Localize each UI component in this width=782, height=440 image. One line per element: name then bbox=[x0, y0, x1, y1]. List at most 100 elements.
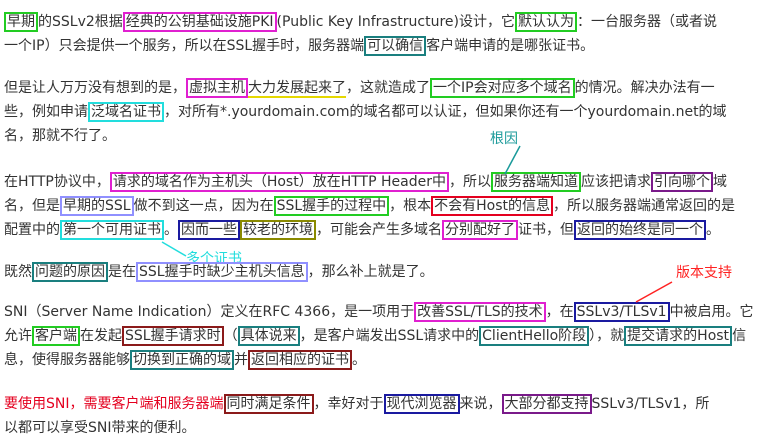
highlight-switch-domain: 切换到正确的域 bbox=[130, 350, 234, 370]
text: ，幸好对于 bbox=[313, 396, 384, 412]
text: ，在 bbox=[545, 304, 574, 320]
text: ，所以服务器端通常返回的是 bbox=[553, 198, 736, 214]
paragraph-1-line-1: 早期的SSLv2根据经典的公钥基础设施PKI(Public Key Infras… bbox=[4, 10, 782, 34]
text: 在HTTP协议中， bbox=[4, 174, 110, 190]
paragraph-3-line-3: 配置中的第一个可用证书。因而一些较老的环境，可能会产生多域名分别配好了证书，但返… bbox=[4, 218, 782, 242]
highlight-missing-host: SSL握手时缺少主机头信息 bbox=[136, 262, 308, 282]
text: 一个IP）只会提供一个服务，所以在SSL握手时，服务器端 bbox=[4, 38, 365, 54]
text: 信 bbox=[732, 328, 747, 344]
highlight-problem-cause: 问题的原因 bbox=[32, 262, 108, 282]
paragraph-2: 但是让人万万没有想到的是，虚拟主机大力发展起来了，这就造成了一个IP会对应多个域… bbox=[4, 76, 782, 148]
paragraph-5-line-1: SNI（Server Name Indication）定义在RFC 4366，是… bbox=[4, 300, 782, 324]
text: ，对所有*.yourdomain.com的域名都可以认证，但如果你还有一个you… bbox=[164, 104, 727, 120]
paragraph-3: 在HTTP协议中，请求的域名作为主机头（Host）放在HTTP Header中，… bbox=[4, 170, 782, 242]
highlight-wildcard-cert: 泛域名证书 bbox=[88, 102, 164, 122]
annotation-version-support: 版本支持 bbox=[676, 265, 732, 281]
highlight-handshake-process: SSL握手的过程中 bbox=[273, 196, 390, 216]
highlight-route-to: 引向哪个 bbox=[650, 172, 713, 192]
pointer-version-support bbox=[635, 281, 673, 303]
text: 并 bbox=[234, 352, 248, 368]
highlight-host-header: 请求的域名作为主机头（Host）放在HTTP Header中 bbox=[109, 172, 449, 192]
text: 些，例如申请 bbox=[4, 104, 88, 120]
text: 但是让人万万没有想到的是， bbox=[4, 80, 186, 96]
text: 既然 bbox=[4, 264, 32, 280]
text: 在发起 bbox=[80, 328, 122, 344]
text: 。 bbox=[706, 222, 720, 238]
annotation-multi-cert: 多个证书 bbox=[186, 251, 242, 267]
text: ，可能会产生 bbox=[316, 222, 400, 238]
paragraph-2-line-2: 些，例如申请泛域名证书，对所有*.yourdomain.com的域名都可以认证，… bbox=[4, 100, 782, 124]
text: ，所以 bbox=[448, 174, 491, 190]
text: 。 bbox=[352, 352, 366, 368]
text: ：一台服务器（或者说 bbox=[576, 14, 717, 30]
paragraph-5: SNI（Server Name Indication）定义在RFC 4366，是… bbox=[4, 300, 782, 372]
highlight-early-ssl: 早期的SSL bbox=[60, 196, 134, 216]
paragraph-6: 要使用SNI，需要客户端和服务器端同时满足条件，幸好对于现代浏览器来说，大部分都… bbox=[4, 392, 782, 440]
text: 多域名 bbox=[400, 222, 442, 238]
pointer-multi-cert bbox=[161, 241, 187, 257]
text: (Public Key Infrastructure)设计，它 bbox=[276, 14, 515, 30]
text: 是在 bbox=[108, 264, 136, 280]
paragraph-5-line-3: 息，使得服务器能够切换到正确的域并返回相应的证书。 bbox=[4, 348, 782, 372]
highlight-no-host-info: 不会有Host的信息 bbox=[431, 196, 554, 216]
text: 客户端申请的是哪张证书。 bbox=[426, 38, 595, 54]
text: ，根本 bbox=[389, 198, 432, 214]
highlight-improve-tls: 改善SSL/TLS的技术 bbox=[414, 302, 546, 322]
paragraph-6-line-2: 以都可以享受SNI带来的便利。 bbox=[4, 416, 782, 440]
paragraph-1-line-2: 一个IP）只会提供一个服务，所以在SSL握手时，服务器端可以确信客户端申请的是哪… bbox=[4, 34, 782, 58]
paragraph-2-line-1: 但是让人万万没有想到的是，虚拟主机大力发展起来了，这就造成了一个IP会对应多个域… bbox=[4, 76, 782, 100]
text: 来说， bbox=[459, 396, 502, 412]
text: 做不到这一点，因为在 bbox=[133, 198, 274, 214]
highlight-older-env: 较老的环境 bbox=[240, 220, 316, 240]
highlight-always-same: 返回的始终是同一个 bbox=[574, 220, 706, 240]
highlight-sslv3-tlsv1: SSLv3/TLSv1 bbox=[573, 302, 670, 322]
text: ，那么补上就是了。 bbox=[307, 264, 434, 280]
highlight-server-knows: 服务器端知道 bbox=[490, 172, 581, 192]
text: 应该把请求 bbox=[580, 174, 651, 190]
highlight-modern-browsers: 现代浏览器 bbox=[383, 394, 460, 414]
highlight-early: 早期 bbox=[4, 12, 38, 32]
text: 名，但是 bbox=[4, 198, 60, 214]
text: （ bbox=[223, 328, 238, 344]
highlight-handshake-request: SSL握手请求时 bbox=[122, 326, 224, 346]
text: SNI（Server Name Indication）定义在RFC 4366，是… bbox=[4, 304, 415, 320]
text: 允许 bbox=[4, 328, 32, 344]
text: SSLv3/TLSv1，所 bbox=[591, 396, 710, 412]
text-red: 要使用SNI，需要客户端和服务器端 bbox=[4, 396, 224, 412]
text: 证书，但 bbox=[518, 222, 574, 238]
highlight-clienthello: ClientHello阶段 bbox=[479, 326, 590, 346]
text: 的情况。解决办法有一 bbox=[574, 80, 715, 96]
text: 息，使得服务器能够 bbox=[4, 352, 130, 368]
annotation-root-cause: 根因 bbox=[490, 131, 518, 147]
text: 中被启用。它 bbox=[669, 304, 754, 320]
highlight-one-ip-many-domains: 一个IP会对应多个域名 bbox=[430, 78, 575, 98]
text: 。 bbox=[164, 222, 178, 238]
paragraph-2-line-3: 名，那就不行了。 bbox=[4, 124, 782, 148]
underline-developed: 大力发展起来了 bbox=[248, 80, 346, 98]
paragraph-6-line-1: 要使用SNI，需要客户端和服务器端同时满足条件，幸好对于现代浏览器来说，大部分都… bbox=[4, 392, 782, 416]
highlight-can-confirm: 可以确信 bbox=[364, 36, 427, 56]
text: 名，那就不行了。 bbox=[4, 128, 116, 144]
highlight-return-cert: 返回相应的证书 bbox=[248, 350, 352, 370]
highlight-thus-some: 因而一些 bbox=[178, 220, 240, 240]
paragraph-3-line-1: 在HTTP协议中，请求的域名作为主机头（Host）放在HTTP Header中，… bbox=[4, 170, 782, 194]
paragraph-1: 早期的SSLv2根据经典的公钥基础设施PKI(Public Key Infras… bbox=[4, 10, 782, 58]
highlight-configured-separately: 分别配好了 bbox=[442, 220, 518, 240]
highlight-virtual-host: 虚拟主机 bbox=[186, 78, 248, 98]
text: ），就 bbox=[589, 328, 625, 344]
highlight-default-assume: 默认认为 bbox=[514, 12, 577, 32]
highlight-pki: 经典的公钥基础设施PKI bbox=[122, 12, 277, 32]
highlight-specifically: 具体说来 bbox=[237, 326, 300, 346]
highlight-both-satisfy: 同时满足条件 bbox=[223, 394, 314, 414]
text: 的SSLv2根据 bbox=[38, 14, 123, 30]
text: 以都可以享受SNI带来的便利。 bbox=[4, 420, 196, 436]
highlight-first-cert: 第一个可用证书 bbox=[60, 220, 164, 240]
highlight-submit-host: 提交请求的Host bbox=[624, 326, 733, 346]
highlight-mostly-support: 大部分都支持 bbox=[501, 394, 592, 414]
highlight-client: 客户端 bbox=[32, 326, 80, 346]
